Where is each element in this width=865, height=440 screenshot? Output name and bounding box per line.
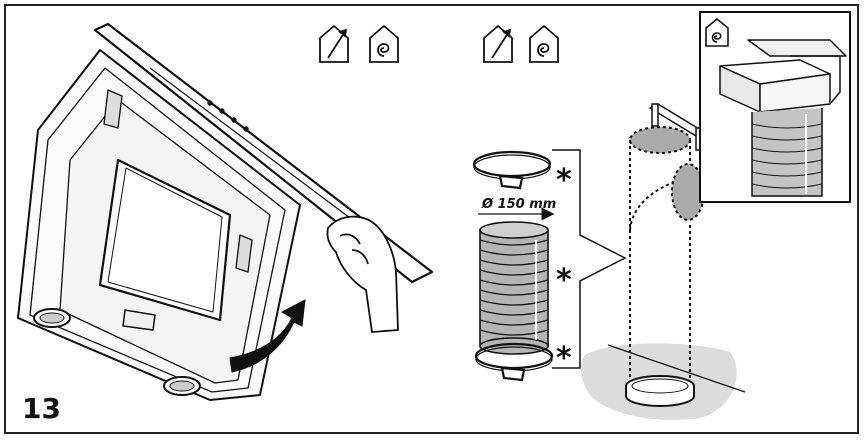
rotation-arrow-icon bbox=[229, 299, 306, 373]
hose-clamp-bottom bbox=[474, 342, 554, 382]
asterisk-mark: * bbox=[556, 163, 572, 198]
house-exhaust-icon bbox=[483, 24, 513, 63]
duct-diameter-label: Ø 150 mm bbox=[481, 197, 556, 212]
house-recirculation-icon bbox=[369, 24, 399, 63]
flexible-duct bbox=[479, 221, 549, 355]
parts-bracket bbox=[552, 149, 627, 369]
dotted-duct-path bbox=[629, 126, 705, 380]
step-number: 13 bbox=[22, 392, 61, 425]
house-exhaust-icon bbox=[319, 24, 349, 63]
hand bbox=[326, 215, 399, 333]
asterisk-mark: * bbox=[556, 263, 572, 298]
floor-ring bbox=[625, 375, 695, 407]
cooker-hood bbox=[17, 49, 301, 401]
asterisk-mark: * bbox=[556, 341, 572, 376]
house-recirculation-icon bbox=[705, 17, 729, 47]
hose-clamp-top bbox=[472, 150, 552, 190]
house-recirculation-icon bbox=[529, 24, 559, 63]
inset-view bbox=[699, 11, 851, 203]
